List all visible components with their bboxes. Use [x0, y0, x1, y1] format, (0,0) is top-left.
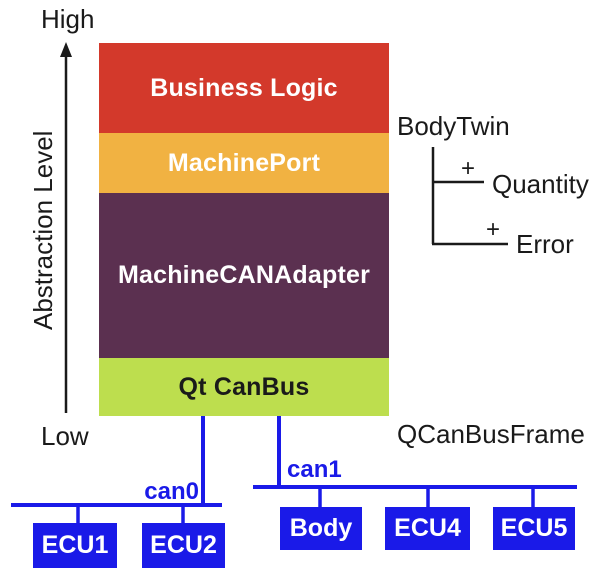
abstraction-axis-label: Abstraction Level: [28, 130, 58, 330]
axis-low-label: Low: [41, 421, 89, 451]
node-ecu1: ECU1: [33, 523, 117, 568]
node-ecu2: ECU2: [142, 523, 225, 568]
node-body: Body: [280, 507, 362, 550]
axis-high-label: High: [41, 4, 95, 34]
node-ecu4: ECU4: [385, 507, 470, 550]
qcanbusframe-label: QCanBusFrame: [397, 419, 585, 449]
bodytwin-child-quantity: Quantity: [492, 169, 589, 199]
abstraction-axis-arrow: [60, 42, 72, 413]
node-label: ECU5: [500, 514, 568, 542]
node-label: ECU1: [41, 531, 109, 559]
layer-label: MachinePort: [167, 148, 321, 177]
layer-machinecanadapter: MachineCANAdapter: [99, 193, 389, 358]
node-ecu5: ECU5: [493, 507, 575, 550]
layer-label: Qt CanBus: [178, 372, 310, 401]
bodytwin-title: BodyTwin: [397, 111, 510, 141]
bus-can0-label: can0: [144, 478, 199, 505]
layer-business-logic: Business Logic: [99, 43, 389, 133]
node-label: ECU2: [150, 531, 217, 559]
bus-can1-label: can1: [287, 456, 342, 483]
layer-label: MachineCANAdapter: [117, 261, 371, 289]
plus-sign: +: [461, 155, 476, 182]
bodytwin-child-error: Error: [516, 229, 574, 259]
layer-qt-canbus: Qt CanBus: [99, 358, 389, 416]
layer-label: Business Logic: [150, 73, 338, 102]
node-label: Body: [289, 514, 353, 542]
layer-machineport: MachinePort: [99, 133, 389, 193]
plus-sign: +: [486, 216, 501, 243]
node-label: ECU4: [394, 514, 461, 542]
